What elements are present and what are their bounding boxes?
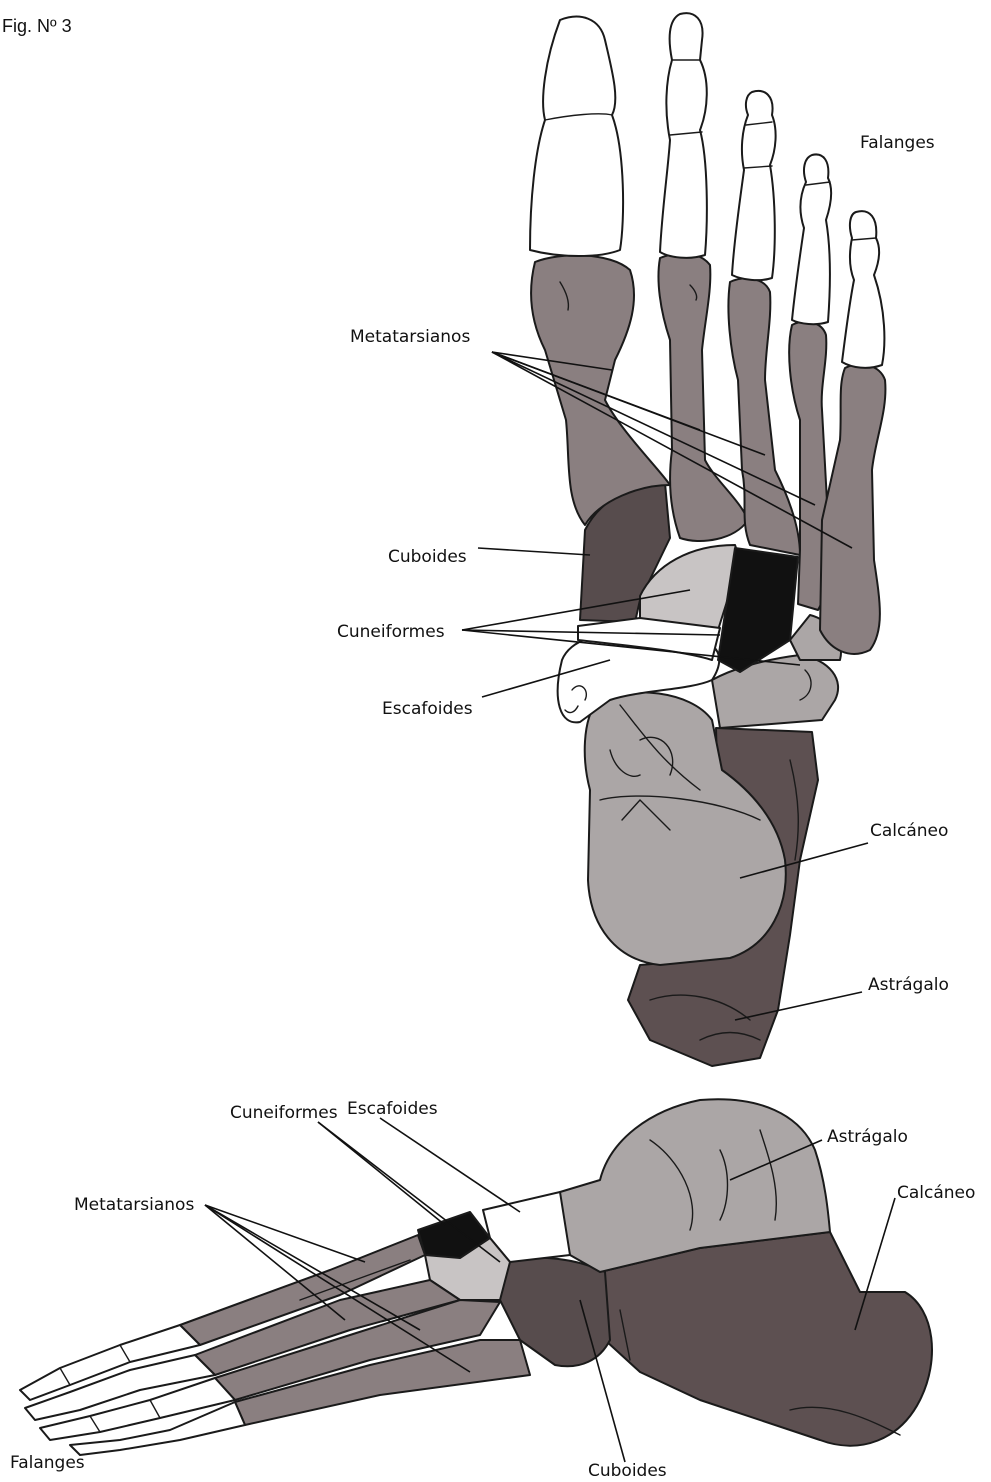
calcaneus-bone-side (600, 1232, 932, 1446)
label-astragalo-top: Astrágalo (868, 975, 949, 995)
label-falanges-top: Falanges (860, 133, 935, 153)
label-metatarsianos-side: Metatarsianos (74, 1195, 194, 1215)
label-falanges-side: Falanges (10, 1453, 85, 1473)
label-cuneiformes-top: Cuneiformes (337, 622, 445, 642)
label-escafoides-top: Escafoides (382, 699, 473, 719)
label-metatarsianos-top: Metatarsianos (350, 327, 470, 347)
phalanx-1 (530, 17, 623, 256)
metatarsal-5 (820, 364, 885, 654)
label-cuboides-top: Cuboides (388, 547, 467, 567)
label-calcaneo-side: Calcáneo (897, 1183, 975, 1203)
top-view: Falanges Metatarsianos Cuboides Cuneifor… (337, 13, 949, 1066)
phalanx-5 (842, 211, 884, 368)
side-view: Cuneiformes Escafoides Astrágalo Calcáne… (10, 1099, 975, 1481)
label-cuboides-side: Cuboides (588, 1461, 667, 1481)
phalanx-2 (660, 13, 707, 258)
label-cuneiformes-side: Cuneiformes (230, 1103, 338, 1123)
metatarsal-1 (531, 255, 670, 525)
label-calcaneo-top: Calcáneo (870, 821, 948, 841)
label-astragalo-side: Astrágalo (827, 1127, 908, 1147)
figure-label: Fig. Nº 3 (2, 16, 72, 36)
label-escafoides-side: Escafoides (347, 1099, 438, 1119)
phalanx-4 (792, 154, 831, 324)
phalanx-3 (732, 91, 776, 280)
